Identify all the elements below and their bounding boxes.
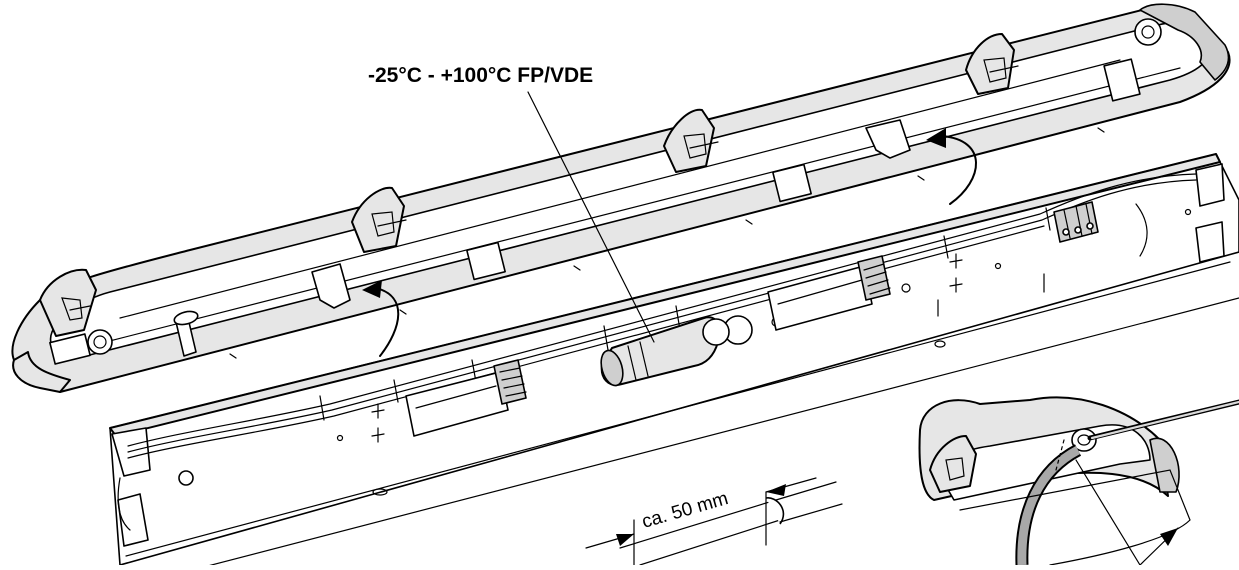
wiring-harness xyxy=(117,173,1197,531)
starter xyxy=(702,315,753,346)
ballast-right xyxy=(767,255,891,331)
housing-clip-3 xyxy=(663,108,719,173)
housing-clip-2 xyxy=(351,186,407,253)
temperature-leader-line xyxy=(527,91,655,343)
temperature-rating-label: -25°C - +100°C FP/VDE xyxy=(368,64,593,87)
rotate-arrow-left xyxy=(362,280,400,357)
cable-gland-left xyxy=(87,329,113,355)
housing-clip-1 xyxy=(39,268,97,337)
ballast-left xyxy=(405,359,527,437)
cable-entry-detail xyxy=(918,396,1239,566)
housing-clip-4 xyxy=(965,33,1019,95)
cable-gland-right xyxy=(1134,18,1162,46)
strip-length-label: ca. 50 mm xyxy=(640,488,731,533)
cable-strip-detail: ca. 50 mm xyxy=(585,477,843,566)
rotate-arrow-right xyxy=(926,128,977,205)
terminal-block xyxy=(1053,201,1099,243)
